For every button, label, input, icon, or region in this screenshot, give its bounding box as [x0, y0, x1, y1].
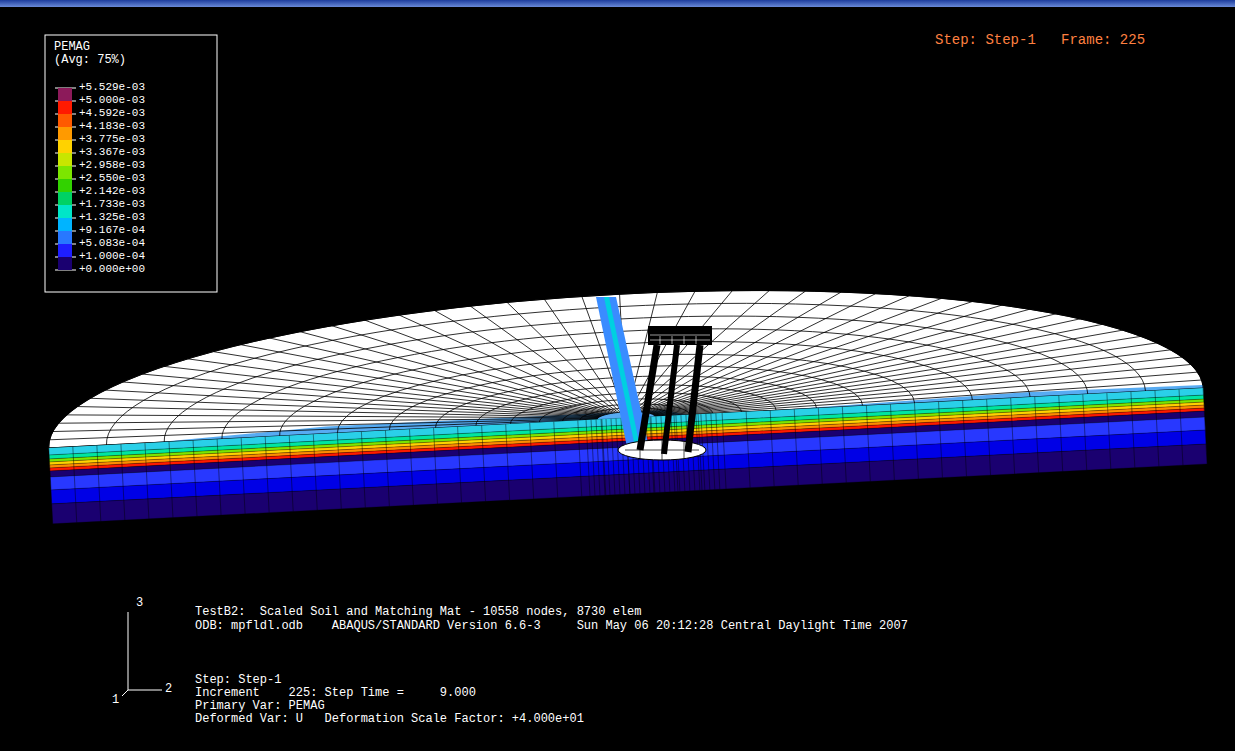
legend-value: +2.550e-03 [79, 172, 145, 185]
legend-swatch [58, 179, 72, 192]
legend-value: +4.183e-03 [79, 120, 145, 133]
legend-swatch [58, 153, 72, 166]
legend-swatch [58, 114, 72, 127]
legend-value: +3.775e-03 [79, 133, 145, 146]
legend-ticks [55, 88, 76, 270]
primary-variable: Primary Var: PEMAG [195, 700, 325, 713]
legend-swatch [58, 192, 72, 205]
axis-label: 1 [112, 694, 119, 707]
legend-value: +1.000e-04 [79, 250, 145, 263]
soil-model [42, 264, 1207, 524]
structure [596, 297, 712, 460]
legend-swatch [58, 101, 72, 114]
axis-label: 3 [136, 597, 143, 610]
legend-swatch [58, 231, 72, 244]
legend-value: +5.529e-03 [79, 81, 145, 94]
odb-info: ODB: mpfldl.odb ABAQUS/STANDARD Version … [195, 620, 908, 633]
legend-value: +3.367e-03 [79, 146, 145, 159]
legend-value: +5.083e-04 [79, 237, 145, 250]
pile [688, 345, 700, 452]
legend-value: +9.167e-04 [79, 224, 145, 237]
step-frame: Step: Step-1 Frame: 225 [935, 34, 1145, 47]
legend-swatch [58, 244, 72, 257]
legend-swatch [58, 88, 72, 101]
legend-swatch [58, 127, 72, 140]
legend-frame [45, 35, 217, 292]
axis-label: 2 [165, 683, 172, 696]
deformed-variable: Deformed Var: U Deformation Scale Factor… [195, 713, 584, 726]
strain-plume-core [604, 297, 641, 452]
legend-value: +1.733e-03 [79, 198, 145, 211]
deck [648, 326, 712, 345]
legend-value: +1.325e-03 [79, 211, 145, 224]
increment-info: Increment 225: Step Time = 9.000 [195, 687, 476, 700]
legend-title: PEMAG [54, 41, 90, 54]
legend-value: +5.000e-03 [79, 94, 145, 107]
legend-swatch [58, 205, 72, 218]
legend-value: +0.000e+00 [79, 263, 145, 276]
legend-value: +4.592e-03 [79, 107, 145, 120]
legend-averaging: (Avg: 75%) [54, 54, 126, 67]
axis-triad [122, 612, 162, 696]
legend-value: +2.142e-03 [79, 185, 145, 198]
legend-swatch [58, 257, 72, 270]
step-info: Step: Step-1 [195, 674, 281, 687]
legend-value: +2.958e-03 [79, 159, 145, 172]
title-bar [0, 0, 1235, 7]
legend-swatch [58, 218, 72, 231]
model-info: TestB2: Scaled Soil and Matching Mat - 1… [195, 606, 641, 619]
legend-swatch [58, 140, 72, 153]
pile [640, 345, 657, 450]
pile [664, 345, 677, 454]
legend-swatch [58, 166, 72, 179]
